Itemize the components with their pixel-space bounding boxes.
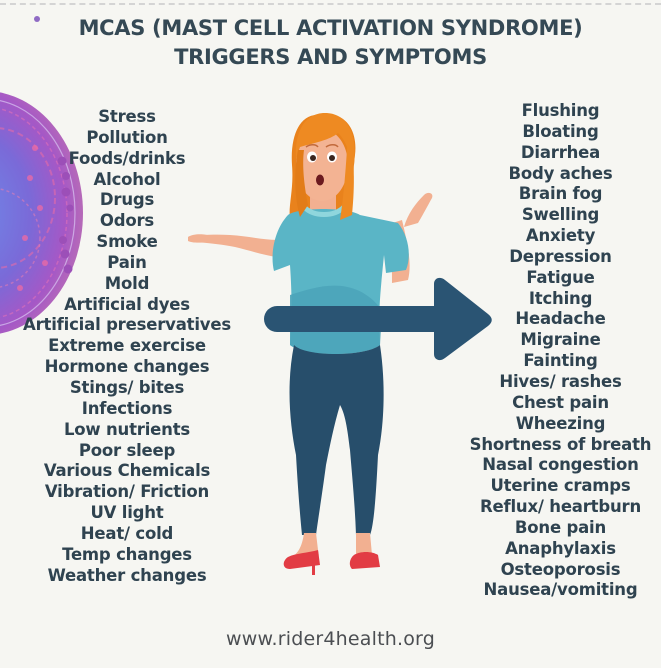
footer-url: www.rider4health.org [225, 628, 435, 650]
symptom-item: Osteoporosis [500, 559, 621, 579]
trigger-item: Pollution [86, 127, 168, 147]
symptom-item: Nausea/vomiting [483, 580, 638, 600]
mast-cell-icon [0, 92, 83, 334]
trigger-item: Hormone changes [44, 357, 210, 377]
symptom-item: Fainting [523, 351, 598, 371]
trigger-item: Stress [98, 107, 156, 126]
symptom-item: Shortness of breath [469, 434, 652, 454]
trigger-item: Weather changes [47, 565, 207, 585]
trigger-item: Artificial dyes [64, 294, 190, 314]
symptom-item: Hives/ rashes [499, 371, 622, 391]
trigger-item: Various Chemicals [43, 461, 211, 481]
symptom-item: Brain fog [518, 184, 603, 204]
trigger-item: Low nutrients [63, 419, 191, 439]
trigger-item: UV light [90, 503, 164, 523]
trigger-item: Temp changes [62, 544, 192, 564]
trigger-item: Alcohol [93, 169, 161, 189]
trigger-item: Heat/ cold [80, 523, 174, 543]
trigger-item: Smoke [96, 232, 158, 252]
title-line-1: MCAS (MAST CELL ACTIVATION SYNDROME) [78, 16, 583, 40]
trigger-item: Drugs [99, 190, 155, 210]
trigger-item: Extreme exercise [48, 336, 206, 356]
symptom-item: Uterine cramps [490, 476, 631, 496]
symptoms-list: Flushing Bloating Diarrhea Body aches Br… [460, 101, 661, 601]
symptom-item: Anaphylaxis [505, 538, 616, 558]
symptom-item: Bone pain [514, 517, 607, 537]
triggers-list: Stress Pollution Foods/drinks Alcohol Dr… [0, 107, 254, 586]
symptom-item: Migraine [520, 330, 601, 350]
symptom-item: Flushing [521, 101, 600, 120]
symptom-item: Body aches [508, 163, 613, 183]
symptom-item: Headache [515, 309, 606, 329]
symptom-item: Wheezing [515, 413, 606, 433]
symptom-item: Reflux/ heartburn [479, 497, 642, 517]
symptom-item: Itching [528, 288, 593, 308]
trigger-item: Poor sleep [78, 440, 176, 460]
trigger-item: Infections [81, 398, 173, 418]
trigger-item: Artificial preservatives [23, 315, 231, 335]
trigger-item: Pain [107, 252, 147, 272]
trigger-item: Odors [99, 211, 155, 231]
right-arrow-icon [264, 277, 492, 361]
symptom-item: Chest pain [512, 392, 609, 412]
symptom-item: Swelling [521, 205, 600, 225]
trigger-item: Stings/ bites [69, 377, 185, 397]
page-title: MCAS (MAST CELL ACTIVATION SYNDROME) TRI… [0, 14, 661, 72]
title-line-2: TRIGGERS AND SYMPTOMS [174, 45, 487, 69]
symptom-item: Bloating [522, 121, 599, 141]
top-dashed-border [0, 3, 661, 5]
symptom-item: Anxiety [525, 226, 596, 246]
symptom-item: Fatigue [526, 267, 595, 287]
trigger-item: Foods/drinks [68, 148, 186, 168]
decorative-dot-icon [34, 16, 40, 22]
trigger-item: Vibration/ Friction [44, 482, 210, 502]
trigger-item: Mold [104, 273, 150, 293]
symptom-item: Nasal congestion [482, 455, 639, 475]
symptom-item: Diarrhea [520, 142, 601, 162]
symptom-item: Depression [509, 246, 612, 266]
